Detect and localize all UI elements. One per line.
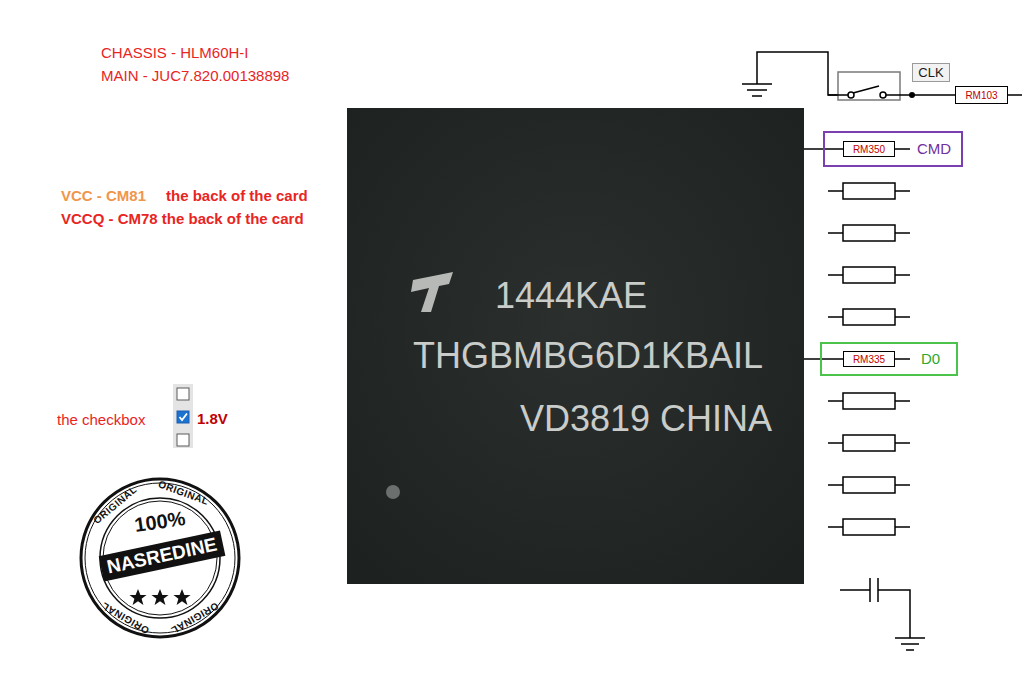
node-text: RM103 [965, 90, 997, 101]
emmc-chip: 1444KAE THGBMBG6D1KBAIL VD3819 CHINA [347, 108, 804, 584]
node-text: CMD [917, 140, 951, 157]
note-label: the checkbox [57, 411, 145, 428]
note-label: the back of the card [166, 187, 308, 204]
node-text: VD3819 CHINA [520, 398, 772, 439]
node-text: 1444KAE [495, 275, 647, 316]
note-label: VCC - CM81 [61, 187, 146, 204]
node-text: THGBMBG6D1KBAIL [413, 335, 763, 376]
note-label: CHASSIS - HLM60H-I [101, 44, 249, 61]
node-text: CLK [918, 65, 943, 80]
resistor-symbol: RM335 [843, 351, 895, 367]
note-label: MAIN - JUC7.820.00138898 [101, 67, 289, 84]
note-label: VCCQ - CM78 the back of the card [61, 210, 304, 227]
highlight-frame: CMD RM350 [823, 131, 963, 167]
signal-tag: CLK [912, 63, 950, 82]
node-text: RM350 [853, 144, 885, 155]
highlight-frame: D0 RM335 [820, 342, 958, 376]
node-text: RM335 [853, 354, 885, 365]
node-text: D0 [921, 350, 940, 367]
resistor-symbol: RM103 [955, 86, 1008, 104]
signal-wire [804, 358, 843, 360]
resistor-symbol: RM350 [843, 141, 895, 157]
note-label: 1.8V [197, 410, 228, 427]
stamp-seal: 100%NASREDINEORIGINALORIGINALORIGINALORI… [78, 476, 242, 640]
